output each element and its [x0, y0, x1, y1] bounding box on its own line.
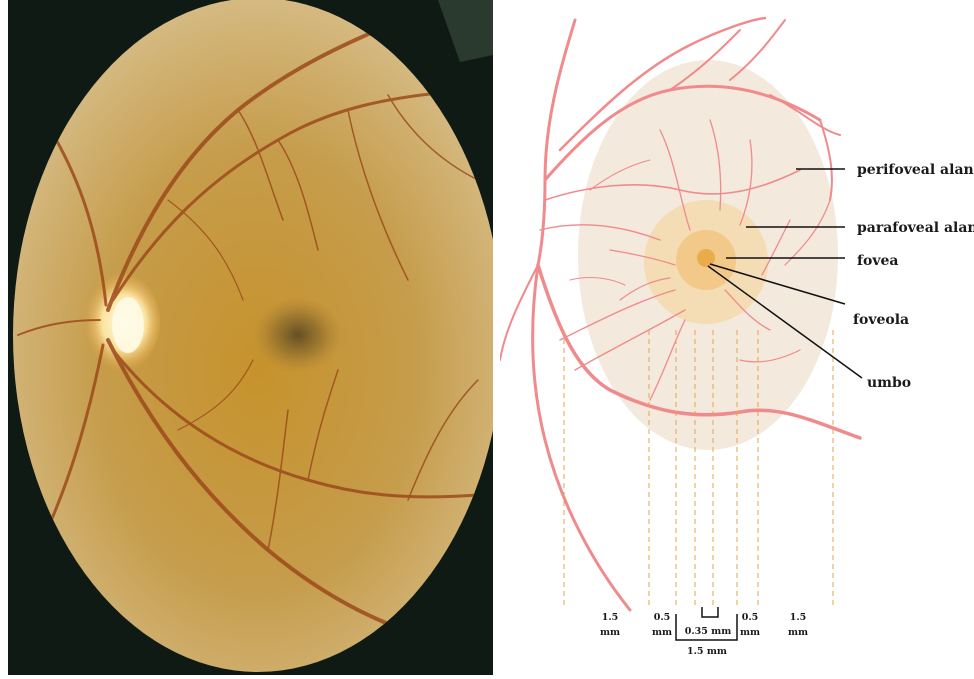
scale-right-outer-unit: mm: [788, 627, 808, 638]
scale-left-inner-value: 0.5: [654, 612, 671, 623]
macula-diagram: perifoveal alan parafoveal alan fovea fo…: [500, 0, 974, 675]
umbo-label: umbo: [867, 375, 911, 391]
scale-right-inner-value: 0.5: [742, 612, 759, 623]
scale-left-outer-value: 1.5: [602, 612, 619, 623]
parafoveal-label: parafoveal alan: [857, 220, 974, 236]
fundus-photo: [8, 0, 493, 675]
scale-center-value: 0.35 mm: [685, 626, 732, 637]
perifoveal-label: perifoveal alan: [857, 162, 974, 178]
scale-left-inner-unit: mm: [652, 627, 672, 638]
scale-right-inner-unit: mm: [740, 627, 760, 638]
scale-bottom-value: 1.5 mm: [687, 646, 727, 657]
fovea-label: fovea: [857, 253, 898, 269]
foveola-label: foveola: [853, 312, 909, 328]
scale-right-outer-value: 1.5: [790, 612, 807, 623]
macula-diagram-svg: perifoveal alan parafoveal alan fovea fo…: [500, 0, 974, 675]
fundus-image: [8, 0, 493, 675]
macula-spot: [253, 297, 343, 373]
scale-left-outer-unit: mm: [600, 627, 620, 638]
